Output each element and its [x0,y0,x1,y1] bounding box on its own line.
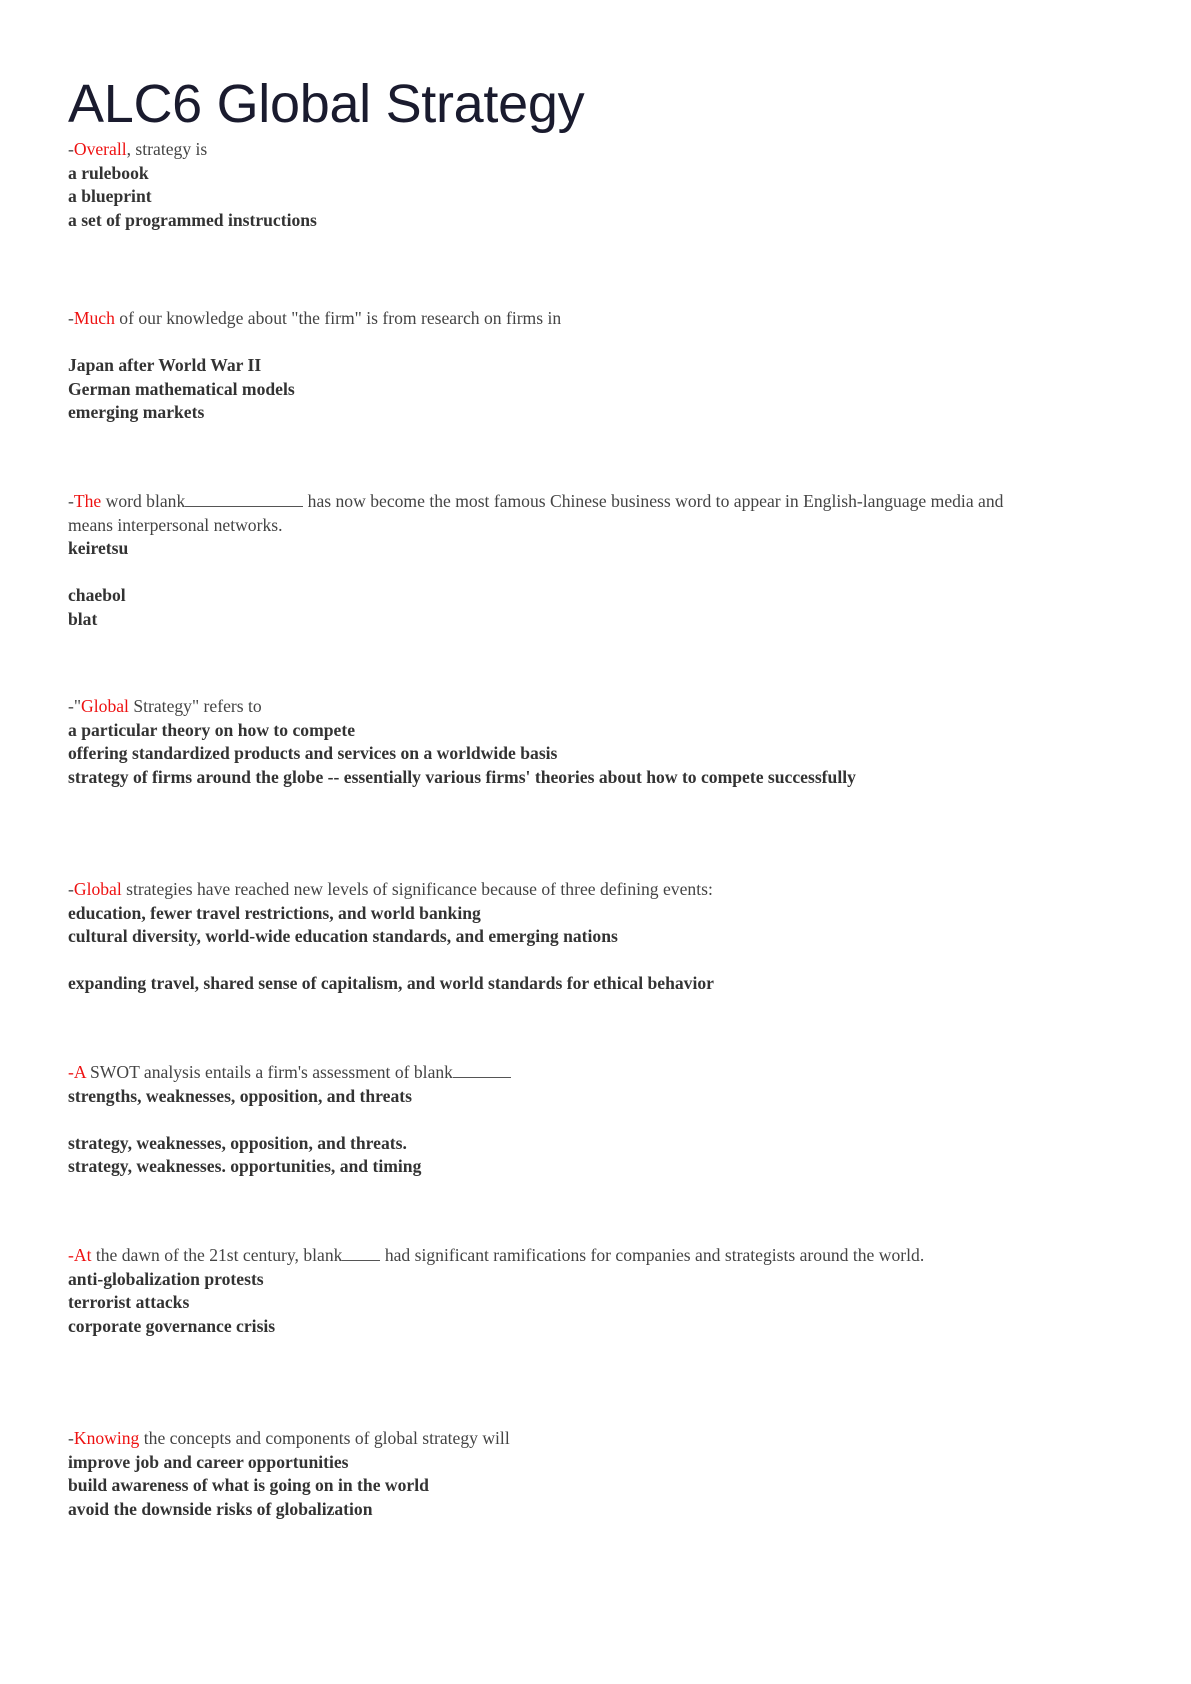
answer-option: expanding travel, shared sense of capita… [68,973,714,994]
question-prompt: -"Global Strategy" refers to [68,695,1128,719]
question-3: -The word blank has now become the most … [68,490,1128,632]
document-page: ALC6 Global Strategy -Overall, strategy … [68,72,1128,1519]
blank-line [185,492,304,507]
question-6: -A SWOT analysis entails a firm's assess… [68,1061,1128,1179]
answer-option: avoid the downside risks of globalizatio… [68,1498,373,1519]
question-prompt: -Much of our knowledge about "the firm" … [68,307,1128,331]
spacer [68,1108,1128,1132]
question-dash: -" [68,696,82,716]
answer-option: blat [68,608,98,629]
question-2: -Much of our knowledge about "the firm" … [68,307,1128,425]
question-highlight: Global [81,696,129,716]
answer-option: a set of programmed instructions [68,209,317,230]
question-4: -"Global Strategy" refers to a particula… [68,695,1128,789]
answer-option: strengths, weaknesses, opposition, and t… [68,1085,412,1106]
question-text: Strategy" refers to [128,696,262,716]
question-highlight: Global [73,879,122,899]
answer-option: keiretsu [68,538,129,559]
question-dash: - [68,1428,74,1448]
question-7: -At the dawn of the 21st century, blank … [68,1244,1128,1338]
answer-option: strategy of firms around the globe -- es… [68,766,856,787]
question-dash: - [68,491,74,511]
answer-option: build awareness of what is going on in t… [68,1475,429,1496]
question-text: the concepts and components of global st… [139,1428,510,1448]
spacer [68,561,1128,585]
question-text: SWOT analysis entails a firm's assessmen… [85,1062,453,1082]
question-highlight: A [73,1062,86,1082]
question-1: -Overall, strategy is a rulebook a bluep… [68,138,1128,232]
answer-option: education, fewer travel restrictions, an… [68,902,481,923]
answer-option: chaebol [68,585,126,606]
answer-option: terrorist attacks [68,1292,190,1313]
question-highlight: Overall [73,139,127,159]
question-8: -Knowing the concepts and components of … [68,1427,1128,1521]
question-prompt: -Knowing the concepts and components of … [68,1427,1128,1451]
question-dash: - [68,308,74,328]
question-prompt: -Overall, strategy is [68,138,1128,162]
question-dash: - [68,139,74,159]
question-text: word blank [101,491,186,511]
answer-option: strategy, weaknesses, opposition, and th… [68,1132,407,1153]
answer-option: German mathematical models [68,378,295,399]
answer-option: anti-globalization protests [68,1268,264,1289]
answer-option: a blueprint [68,186,152,207]
spacer [68,949,1128,973]
answer-option: strategy, weaknesses. opportunities, and… [68,1156,422,1177]
question-text-line2: means interpersonal networks. [68,514,283,535]
question-text: the dawn of the 21st century, blank [91,1245,343,1265]
blank-line [452,1063,511,1078]
answer-option: offering standardized products and servi… [68,743,558,764]
answer-option: a particular theory on how to compete [68,719,355,740]
question-dash: - [68,1062,74,1082]
answer-option: cultural diversity, world-wide education… [68,926,618,947]
question-prompt: -At the dawn of the 21st century, blank … [68,1244,1128,1268]
blank-line [342,1246,381,1261]
question-dash: - [68,879,74,899]
question-text: of our knowledge about "the firm" is fro… [114,308,562,328]
question-highlight: Much [73,308,115,328]
question-prompt: -The word blank has now become the most … [68,490,1128,537]
question-text-continued: had significant ramifications for compan… [380,1245,925,1265]
answer-option: Japan after World War II [68,355,262,376]
answer-option: corporate governance crisis [68,1315,276,1336]
question-text: strategies have reached new levels of si… [121,879,713,899]
question-text: , strategy is [126,139,208,159]
question-highlight: At [73,1245,92,1265]
spacer [68,331,1128,355]
question-prompt: -A SWOT analysis entails a firm's assess… [68,1061,1128,1085]
document-title: ALC6 Global Strategy [68,74,585,134]
question-text-continued: has now become the most famous Chinese b… [303,491,1004,511]
question-highlight: Knowing [73,1428,140,1448]
question-5: -Global strategies have reached new leve… [68,878,1128,996]
answer-option: emerging markets [68,402,205,423]
answer-option: a rulebook [68,162,149,183]
answer-option: improve job and career opportunities [68,1451,349,1472]
question-dash: - [68,1245,74,1265]
question-prompt: -Global strategies have reached new leve… [68,878,1128,902]
question-highlight: The [73,491,102,511]
